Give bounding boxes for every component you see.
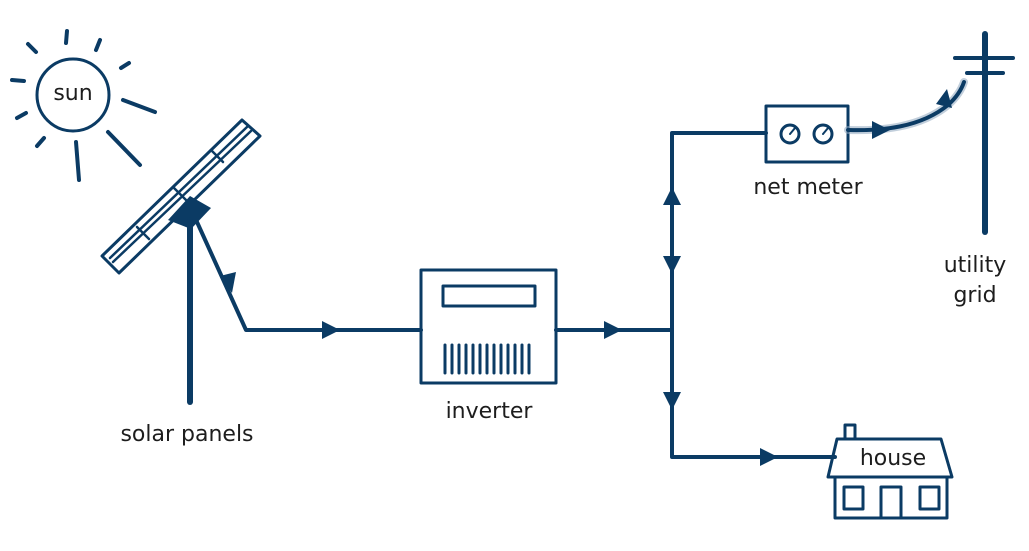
utility-grid-label-line1: utility: [943, 253, 1007, 278]
wire-distribution: [554, 131, 837, 466]
inverter-icon: [419, 268, 558, 385]
net-meter-label: net meter: [753, 175, 863, 200]
utility-grid-label-line2: grid: [953, 283, 997, 308]
solar-panels-label: solar panels: [120, 422, 254, 447]
wire-meter-to-grid: [844, 78, 968, 139]
utility-pole-icon: [953, 31, 1015, 235]
house-label: house: [859, 446, 927, 471]
inverter-label: inverter: [445, 399, 533, 424]
wire-panel-to-inverter: [195, 220, 423, 339]
sun-icon: [10, 29, 157, 182]
sun-label: sun: [53, 81, 93, 106]
house-icon: [826, 423, 954, 520]
net-meter-icon: [764, 104, 850, 164]
solar-panel-icon: [100, 118, 262, 405]
